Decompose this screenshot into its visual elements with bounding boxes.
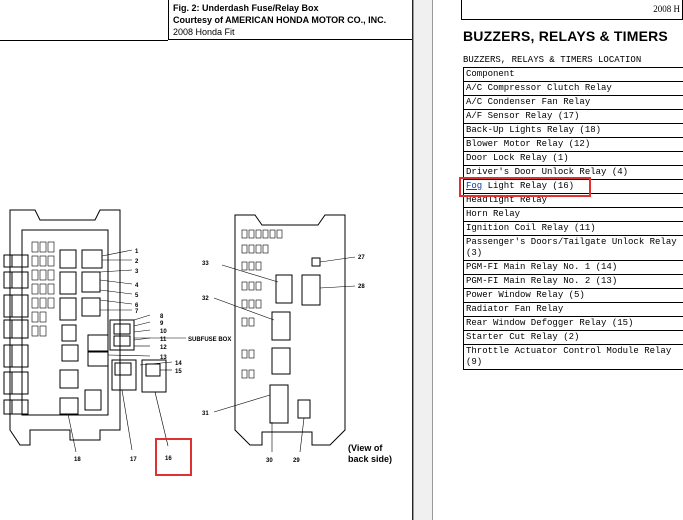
callout-6: 6 <box>135 303 139 309</box>
callout-31: 31 <box>202 411 209 417</box>
fog-link[interactable]: Fog <box>466 181 483 191</box>
table-header-row: Component <box>463 67 683 82</box>
callout-10: 10 <box>160 329 167 335</box>
page-header: 2008 H <box>461 0 683 20</box>
table-header-cell: Component <box>463 67 683 82</box>
callout-16: 16 <box>165 456 172 462</box>
fog-rest-text: Light Relay (16) <box>482 181 575 191</box>
table-row: Passenger's Doors/Tailgate Unlock Relay … <box>463 235 683 261</box>
callout-8: 8 <box>160 314 164 320</box>
front-box <box>3 209 167 446</box>
back-box <box>234 214 346 446</box>
table-row: Horn Relay <box>463 207 683 222</box>
table-row: Blower Motor Relay (12) <box>463 137 683 152</box>
callout-29: 29 <box>293 458 300 464</box>
table-row: Driver's Door Unlock Relay (4) <box>463 165 683 180</box>
header-model: 2008 H <box>653 4 680 14</box>
back-leaders <box>213 256 356 453</box>
table-cell: PGM-FI Main Relay No. 2 (13) <box>463 274 683 289</box>
section-title: BUZZERS, RELAYS & TIMERS <box>463 28 668 44</box>
table-row: Back-Up Lights Relay (18) <box>463 123 683 138</box>
table-row: A/C Compressor Clutch Relay <box>463 81 683 96</box>
table-row: Fog Light Relay (16) <box>463 179 683 194</box>
table-cell: Rear Window Defogger Relay (15) <box>463 316 683 331</box>
view-back-label-line2: back side) <box>348 454 392 464</box>
table-row: A/C Condenser Fan Relay <box>463 95 683 110</box>
table-row: A/F Sensor Relay (17) <box>463 109 683 124</box>
table-cell: Throttle Actuator Control Module Relay (… <box>463 344 683 370</box>
table-row: Radiator Fan Relay <box>463 302 683 317</box>
figure-caption: Fig. 2: Underdash Fuse/Relay Box Courtes… <box>168 0 412 40</box>
fuse-relay-box-diagram: 1 2 3 4 5 6 7 8 9 10 11 12 13 14 15 16 1… <box>3 209 392 464</box>
table-row: Ignition Coil Relay (11) <box>463 221 683 236</box>
callout-32: 32 <box>202 296 209 302</box>
table-cell: Horn Relay <box>463 207 683 222</box>
callout-1: 1 <box>135 249 139 255</box>
subfuse-box-label: SUBFUSE BOX <box>188 337 231 343</box>
figure-page: Fig. 2: Underdash Fuse/Relay Box Courtes… <box>0 0 413 520</box>
callout-2: 2 <box>135 259 139 265</box>
callout-30: 30 <box>266 458 273 464</box>
callout-4: 4 <box>135 283 139 289</box>
table-cell: A/C Compressor Clutch Relay <box>463 81 683 96</box>
callout-9: 9 <box>160 321 164 327</box>
table-cell: A/C Condenser Fan Relay <box>463 95 683 110</box>
table-cell: PGM-FI Main Relay No. 1 (14) <box>463 260 683 275</box>
callout-15: 15 <box>175 369 182 375</box>
table-row: PGM-FI Main Relay No. 1 (14) <box>463 260 683 275</box>
callout-33: 33 <box>202 261 209 267</box>
table-cell: Back-Up Lights Relay (18) <box>463 123 683 138</box>
table-title: BUZZERS, RELAYS & TIMERS LOCATION <box>463 55 642 65</box>
callout-5: 5 <box>135 293 139 299</box>
figure-courtesy: Courtesy of AMERICAN HONDA MOTOR CO., IN… <box>173 15 387 25</box>
callout-7: 7 <box>135 309 139 315</box>
table-cell: Power Window Relay (5) <box>463 288 683 303</box>
table-row: Rear Window Defogger Relay (15) <box>463 316 683 331</box>
table-cell: Headlight Relay <box>463 193 683 208</box>
page-divider <box>413 0 433 520</box>
back-callouts: 27 28 29 30 31 32 33 (View of back side) <box>202 255 392 464</box>
callout-17: 17 <box>130 457 137 463</box>
callout-3: 3 <box>135 269 139 275</box>
callout-28: 28 <box>358 284 365 290</box>
table-row: PGM-FI Main Relay No. 2 (13) <box>463 274 683 289</box>
callout-14: 14 <box>175 361 182 367</box>
table-row: Throttle Actuator Control Module Relay (… <box>463 344 683 370</box>
table-cell: Starter Cut Relay (2) <box>463 330 683 345</box>
content-page: 2008 H BUZZERS, RELAYS & TIMERS BUZZERS,… <box>433 0 683 520</box>
table-cell: Door Lock Relay (1) <box>463 151 683 166</box>
callout-18: 18 <box>74 457 81 463</box>
table-cell: A/F Sensor Relay (17) <box>463 109 683 124</box>
front-callouts: 1 2 3 4 5 6 7 8 9 10 11 12 13 14 15 16 1… <box>74 249 231 463</box>
table-cell: Fog Light Relay (16) <box>463 179 683 194</box>
table-row: Door Lock Relay (1) <box>463 151 683 166</box>
figure-model: 2008 Honda Fit <box>173 27 235 37</box>
table-cell: Radiator Fan Relay <box>463 302 683 317</box>
table-cell: Driver's Door Unlock Relay (4) <box>463 165 683 180</box>
table-cell: Blower Motor Relay (12) <box>463 137 683 152</box>
view-back-label-line1: (View of <box>348 443 383 453</box>
callout-27: 27 <box>358 255 365 261</box>
front-leaders <box>67 249 186 453</box>
table-cell: Passenger's Doors/Tailgate Unlock Relay … <box>463 235 683 261</box>
caption-rule <box>0 40 168 41</box>
callout-11: 11 <box>160 337 167 343</box>
table-row: Headlight Relay <box>463 193 683 208</box>
table-row: Power Window Relay (5) <box>463 288 683 303</box>
figure-title: Fig. 2: Underdash Fuse/Relay Box <box>173 3 319 13</box>
callout-12: 12 <box>160 345 167 351</box>
callout-13: 13 <box>160 355 167 361</box>
table-row: Starter Cut Relay (2) <box>463 330 683 345</box>
table-cell: Ignition Coil Relay (11) <box>463 221 683 236</box>
